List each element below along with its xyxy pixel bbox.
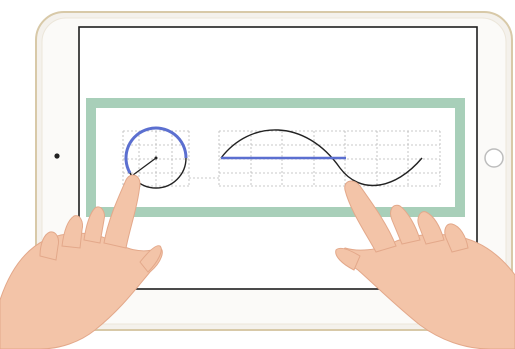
circle-center: [155, 157, 158, 160]
home-button-icon[interactable]: [485, 149, 503, 167]
camera-icon: [54, 153, 59, 158]
